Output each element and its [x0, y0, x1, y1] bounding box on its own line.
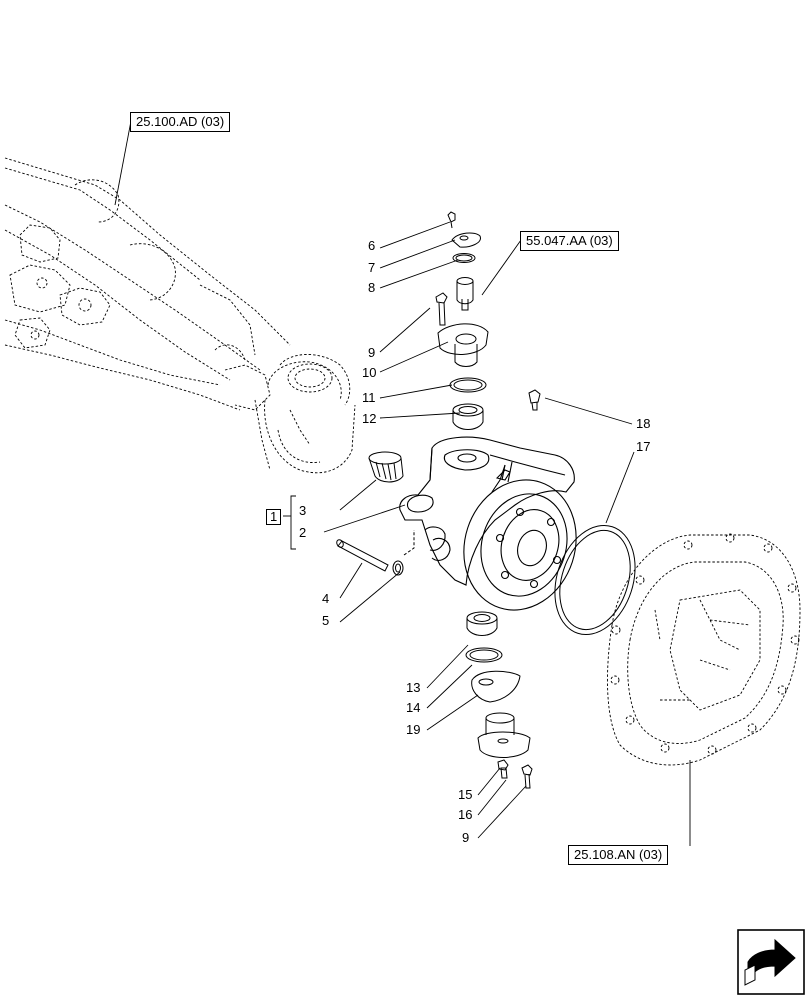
upper-cap-part-10 — [437, 323, 489, 367]
part-number-9-bottom: 9 — [462, 830, 470, 845]
axle-housing-outline — [4, 157, 356, 474]
part-number-13: 13 — [406, 680, 421, 695]
next-page-arrow-icon[interactable] — [737, 929, 805, 995]
reference-box-hub-housing[interactable]: 25.108.AN (03) — [568, 845, 669, 865]
lower-cap — [477, 712, 531, 758]
part-number-15: 15 — [458, 787, 473, 802]
part-number-17: 17 — [636, 439, 651, 454]
grease-nipple-part-18 — [528, 389, 541, 411]
part-number-14: 14 — [406, 700, 421, 715]
bearing-part-12 — [452, 403, 484, 430]
seal-ring-part-11 — [449, 377, 487, 393]
part-number-9-top: 9 — [368, 345, 376, 360]
lower-bearing-part-13 — [466, 611, 498, 636]
part-number-12: 12 — [362, 411, 377, 426]
retaining-plate-part-7 — [451, 232, 481, 248]
bolt-part-9-bottom — [521, 764, 533, 789]
part-number-3: 3 — [299, 503, 307, 518]
part-number-10: 10 — [362, 365, 377, 380]
part-number-7: 7 — [368, 260, 376, 275]
group-label-box: 1 — [266, 509, 282, 525]
reference-box-kingpin[interactable]: 55.047.AA (03) — [520, 231, 619, 251]
needle-bearing-part-3 — [368, 451, 404, 483]
part-number-16: 16 — [458, 807, 473, 822]
part-number-4: 4 — [322, 591, 330, 606]
pin-axis-dashed — [403, 530, 415, 556]
fitting-part-16 — [500, 767, 508, 779]
part-number-2: 2 — [299, 525, 307, 540]
grease-nipple-part-15 — [497, 759, 509, 771]
large-o-ring-part-17 — [554, 524, 636, 636]
part-number-5: 5 — [322, 613, 330, 628]
kingpin-bushing-top — [456, 277, 474, 311]
pin-part-4 — [336, 539, 389, 572]
part-number-19: 19 — [406, 722, 421, 737]
steering-knuckle-part-2 — [399, 436, 577, 611]
reference-box-axle-housing[interactable]: 25.100.AD (03) — [130, 112, 231, 132]
part-number-8: 8 — [368, 280, 376, 295]
leader-lines — [114, 120, 691, 846]
shim-plate-part-19 — [471, 670, 521, 703]
bolt-part-9-top — [435, 292, 448, 326]
hub-housing-outline — [607, 533, 801, 766]
lower-seal-part-14 — [465, 647, 503, 663]
part-number-11: 11 — [362, 390, 376, 405]
washer-part-5 — [392, 560, 404, 576]
part-number-18: 18 — [636, 416, 651, 431]
screw-part-6 — [447, 211, 456, 229]
part-number-6: 6 — [368, 238, 376, 253]
o-ring-part-8 — [452, 253, 476, 263]
